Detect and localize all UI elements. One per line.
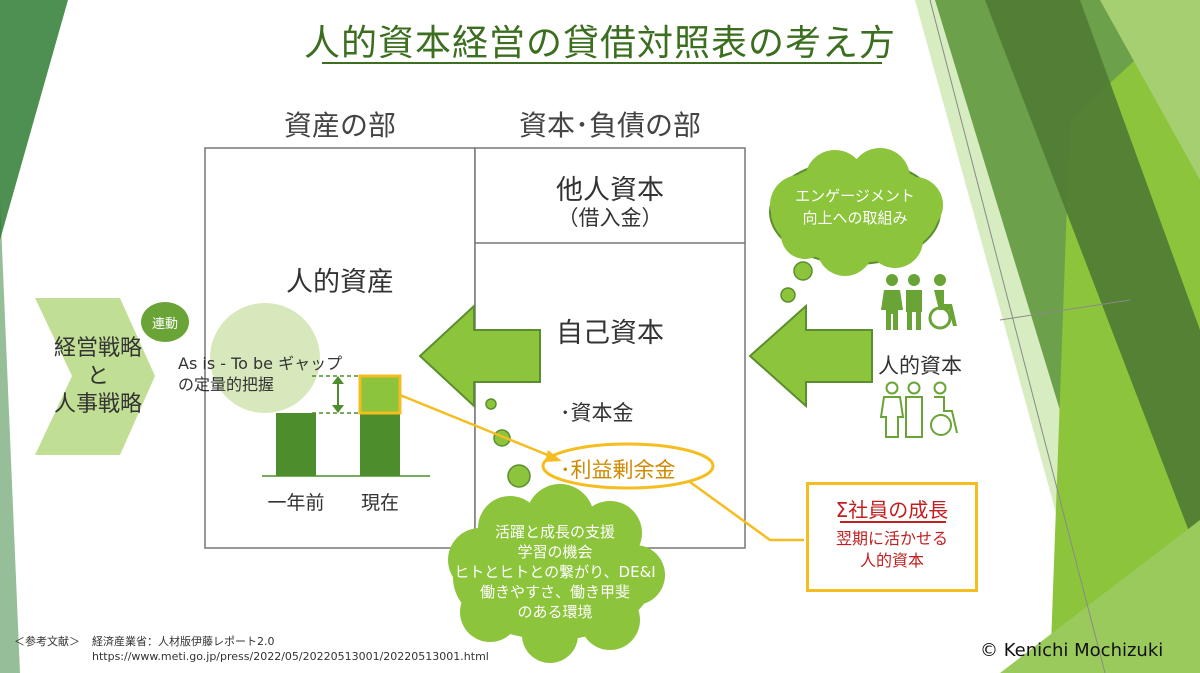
capital-stock-label: ･資本金 [560,401,634,425]
retained-earnings-label: ･利益剰余金 [560,458,676,482]
other-capital-label: 他人資本 [556,175,664,206]
reference-url[interactable]: https://www.meti.go.jp/press/2022/05/202… [92,650,489,663]
growth-line1: 翌期に活かせる [835,529,948,548]
gap-line1: As is - To be ギャップ [178,354,343,373]
human-capital-label: 人的資本 [878,354,962,378]
thought-dot-2 [793,261,813,281]
link-badge: 連動 [151,317,178,332]
equity-label: 自己資本 [556,318,664,349]
support-line3: ヒトとヒトとの繋がり、DE&I [454,563,656,581]
reference-prefix: ＜参考文献＞ [14,635,80,648]
support-cloud [448,484,665,663]
people-outline-icon [879,381,958,438]
engagement-line2: 向上への取組み [802,209,908,227]
human-capital-arrow [748,303,873,409]
support-line4: 働きやすさ、働き甲斐 [479,583,630,601]
growth-underline [840,521,946,523]
people-filled-icon [881,274,957,330]
support-line1: 活躍と成長の支援 [494,523,615,541]
connector-arrowhead [545,450,562,462]
strategy-chevron [35,298,155,455]
deco-line-2 [999,299,1131,321]
growth-title: Σ社員の成長 [835,498,949,522]
liabilities-header: 資本･負債の部 [518,109,701,142]
connector-growth-to-earnings [399,393,556,460]
strategy-line2: と [86,364,109,389]
support-dot-1 [485,398,497,410]
engagement-line1: エンゲージメント [795,187,915,205]
support-line2: 学習の機会 [517,543,593,561]
bar-label-current: 現在 [360,492,399,514]
assets-label: 人的資産 [286,267,394,298]
engagement-cloud-fill [770,148,943,276]
bar-last-year [276,413,316,476]
connector-earnings-to-growth [689,480,804,542]
deco-panel-6 [1000,520,1200,673]
bar-label-last-year: 一年前 [267,492,325,514]
gap-arrow-down [332,405,344,413]
gap-arrow-up [332,376,344,384]
assets-header: 資産の部 [283,109,396,142]
thought-dot-1 [780,287,796,303]
bar-current [360,413,400,476]
support-dot-3 [507,464,531,488]
other-capital-sub: （借入金） [557,206,663,230]
reference-source: 経済産業省：人材版伊藤レポート2.0 [92,635,275,648]
retained-earnings-oval [541,442,715,490]
equity-arrow [418,303,541,409]
deco-panel-4 [985,0,1200,560]
deco-triangle-left [0,0,68,240]
gap-line2: の定量的把握 [178,375,275,394]
growth-box [806,482,978,592]
gap-circle [210,303,320,413]
title-underline [322,62,882,64]
copyright: © Kenichi Mochizuki [980,640,1164,661]
deco-line [929,0,1106,673]
growth-line2: 人的資本 [859,551,924,570]
deco-triangle-left-bottom [0,200,20,673]
support-line5: のある環境 [517,603,593,621]
deco-panel-5 [1100,0,1200,180]
slide-title: 人的資本経営の貸借対照表の考え方 [303,23,896,64]
bar-current-growth [358,374,402,415]
link-badge-shape [141,302,189,342]
strategy-line3: 人事戦略 [53,392,142,417]
strategy-line1: 経営戦略 [53,336,142,361]
